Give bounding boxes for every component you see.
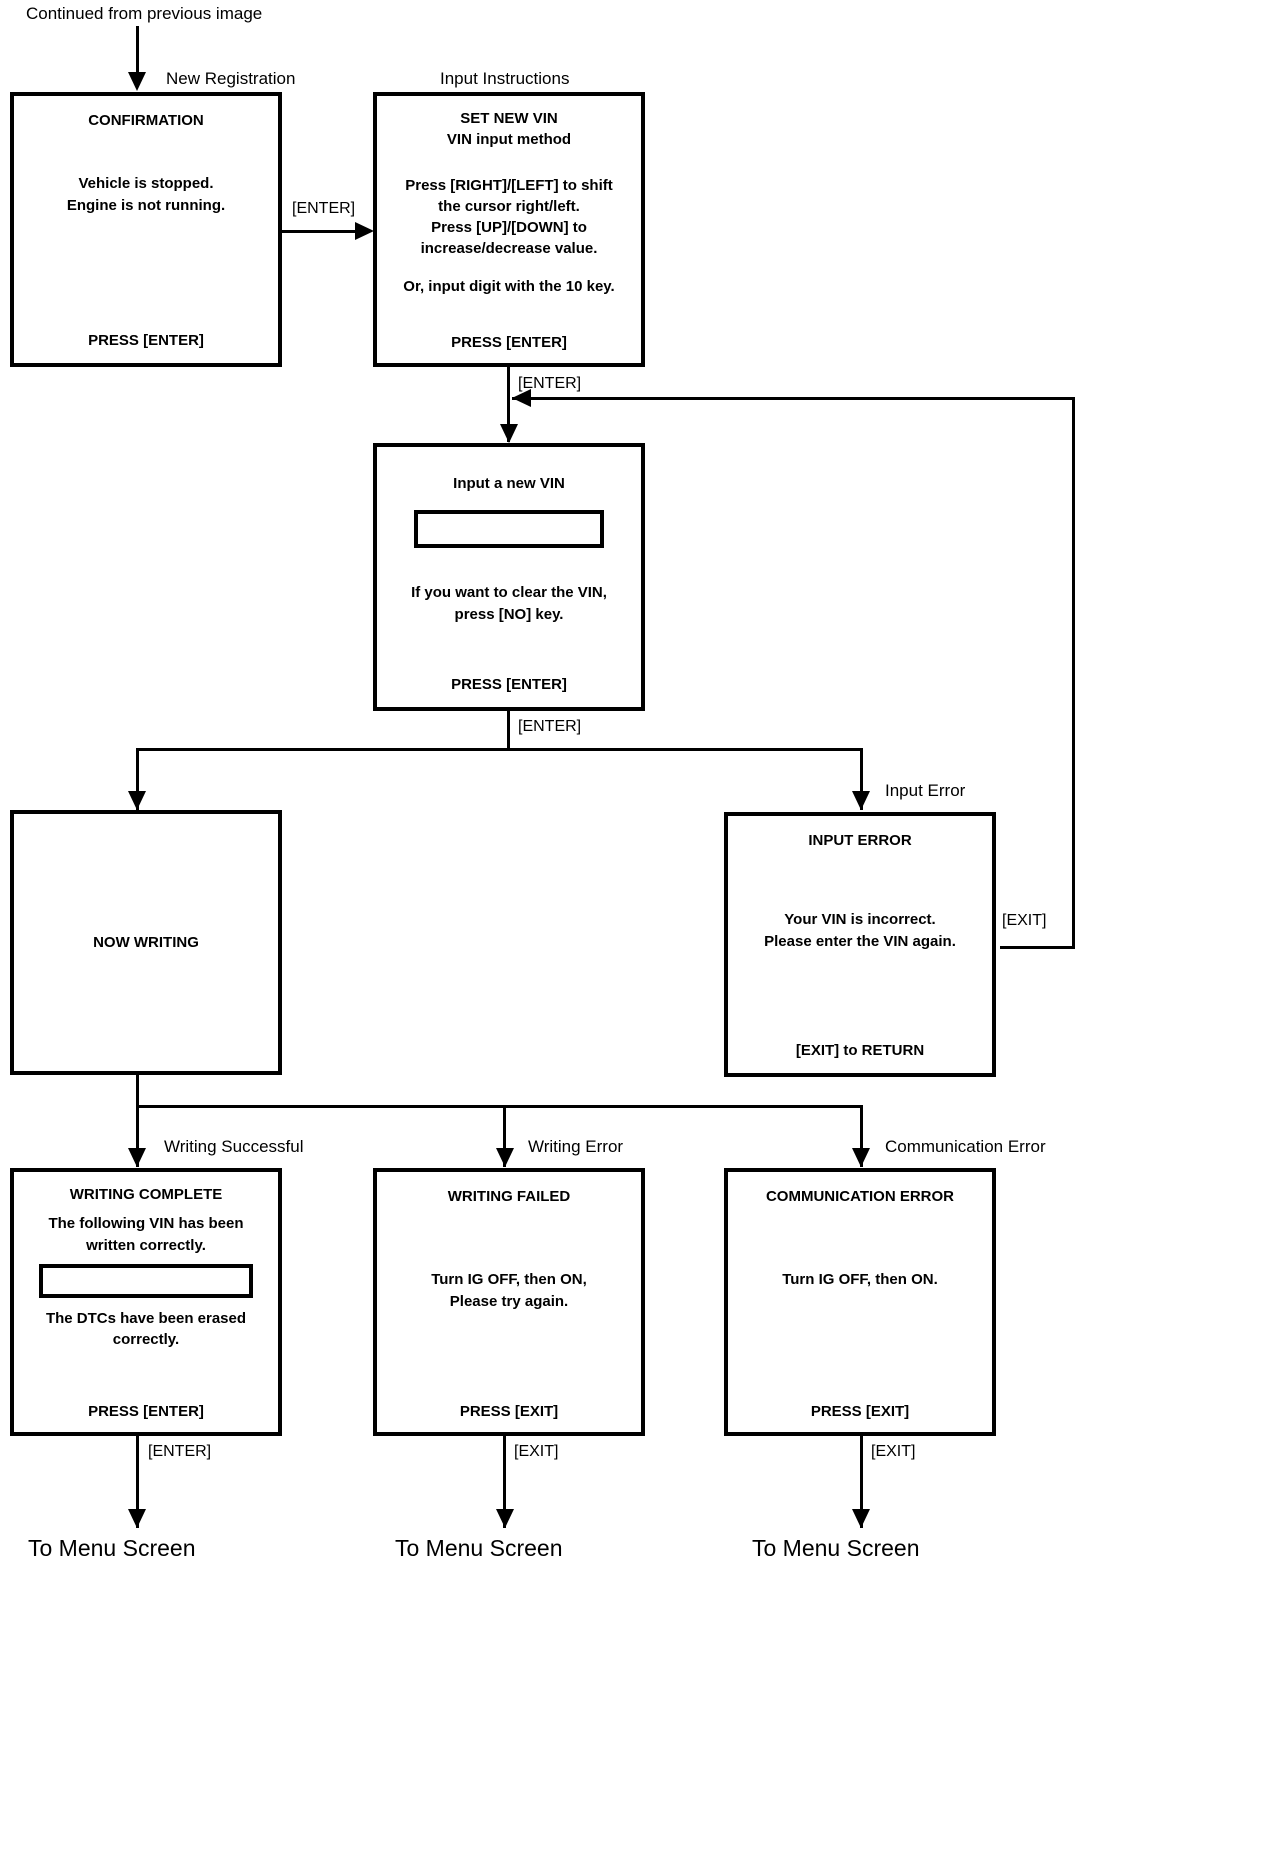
setnewvin-body-line-4: increase/decrease value. (420, 240, 598, 258)
caption-new-registration: New Registration (166, 69, 296, 88)
terminal-to-menu-screen-right: To Menu Screen (752, 1535, 920, 1561)
connector-inputvin-split-bus (136, 748, 862, 751)
connector-writingcomplete-to-menu (136, 1436, 139, 1528)
edge-label-exit-communicationerror: [EXIT] (871, 1443, 916, 1460)
terminal-to-menu-screen-center: To Menu Screen (395, 1535, 563, 1561)
inputvin-title: Input a new VIN (453, 475, 565, 492)
writingfailed-body-line-1: Turn IG OFF, then ON, (431, 1271, 587, 1289)
caption-input-error: Input Error (885, 781, 966, 800)
confirmation-body-line-1: Vehicle is stopped. (78, 175, 214, 193)
writingcomplete-body2-line-2: correctly. (112, 1331, 180, 1349)
edge-label-enter-setnewvin-to-inputvin: [ENTER] (518, 375, 582, 392)
inputerror-title: INPUT ERROR (808, 832, 912, 849)
setnewvin-body-line-3: Press [UP]/[DOWN] to (431, 219, 587, 237)
screen-communication-error: COMMUNICATION ERROR Turn IG OFF, then ON… (724, 1168, 996, 1436)
connector-to-inputerror (860, 748, 863, 810)
connector-to-writingfailed (503, 1105, 506, 1167)
arrowhead-confirmation-to-setnewvin (355, 222, 374, 240)
connector-inputerror-return-horizontal (512, 397, 1075, 400)
arrowhead-writingcomplete-to-menu (128, 1509, 146, 1528)
connector-setnewvin-to-inputvin (507, 367, 510, 442)
edge-label-enter-writingcomplete: [ENTER] (148, 1443, 212, 1460)
setnewvin-body2-line-1: Or, input digit with the 10 key. (403, 277, 615, 295)
screen-input-error: INPUT ERROR Your VIN is incorrect. Pleas… (724, 812, 996, 1077)
caption-writing-error: Writing Error (528, 1137, 624, 1156)
connector-to-nowwriting (136, 748, 139, 810)
confirmation-body-line-2: Engine is not running. (66, 196, 226, 214)
arrowhead-topnote-to-confirmation (128, 72, 146, 91)
screen-now-writing: NOW WRITING (10, 810, 282, 1075)
inputvin-footer: PRESS [ENTER] (451, 675, 567, 693)
writingfailed-footer: PRESS [EXIT] (459, 1402, 559, 1420)
writingfailed-title: WRITING FAILED (447, 1188, 571, 1205)
arrowhead-to-nowwriting (128, 791, 146, 810)
connector-inputerror-return-exit (1000, 946, 1075, 949)
nowwriting-title: NOW WRITING (93, 933, 199, 951)
arrowhead-to-communicationerror (852, 1148, 870, 1167)
connector-confirmation-to-setnewvin (282, 230, 360, 233)
written-vin-field (39, 1263, 253, 1298)
arrowhead-inputerror-return (512, 389, 531, 407)
inputerror-body-line-1: Your VIN is incorrect. (784, 911, 936, 929)
arrowhead-to-inputerror (852, 791, 870, 810)
setnewvin-body-line-2: the cursor right/left. (438, 197, 580, 215)
inputvin-body-line-2: press [NO] key. (454, 605, 564, 623)
communicationerror-footer: PRESS [EXIT] (810, 1402, 910, 1420)
writingcomplete-body-line-2: written correctly. (86, 1236, 206, 1254)
writingcomplete-body-line-1: The following VIN has been (48, 1215, 244, 1233)
connector-nowwriting-stem (136, 1075, 139, 1107)
inputerror-body-line-2: Please enter the VIN again. (764, 932, 956, 950)
connector-inputvin-stem (507, 711, 510, 750)
setnewvin-title-line-2: VIN input method (446, 131, 572, 149)
connector-to-writingcomplete (136, 1105, 139, 1167)
screen-input-new-vin: Input a new VIN If you want to clear the… (373, 443, 645, 711)
writingcomplete-footer: PRESS [ENTER] (88, 1402, 204, 1420)
edge-label-enter-inputvin-to-result: [ENTER] (518, 718, 582, 735)
confirmation-footer: PRESS [ENTER] (88, 331, 204, 349)
screen-confirmation: CONFIRMATION Vehicle is stopped. Engine … (10, 92, 282, 367)
connector-communicationerror-to-menu (860, 1436, 863, 1528)
caption-input-instructions: Input Instructions (440, 69, 570, 88)
caption-communication-error: Communication Error (885, 1137, 1046, 1156)
edge-label-exit-writingfailed: [EXIT] (514, 1443, 559, 1460)
confirmation-title: CONFIRMATION (88, 112, 204, 129)
writingcomplete-title: WRITING COMPLETE (69, 1186, 223, 1203)
connector-topnote-to-confirmation (136, 26, 139, 78)
setnewvin-footer: PRESS [ENTER] (451, 333, 567, 351)
connector-to-communicationerror (860, 1105, 863, 1167)
setnewvin-body-line-1: Press [RIGHT]/[LEFT] to shift (405, 176, 613, 194)
writingfailed-body-line-2: Please try again. (449, 1292, 569, 1310)
arrowhead-to-writingcomplete (128, 1148, 146, 1167)
arrowhead-setnewvin-to-inputvin (500, 424, 518, 443)
arrowhead-writingfailed-to-menu (496, 1509, 514, 1528)
screen-writing-complete: WRITING COMPLETE The following VIN has b… (10, 1168, 282, 1436)
inputerror-footer: [EXIT] to RETURN (795, 1041, 925, 1059)
connector-writingfailed-to-menu (503, 1436, 506, 1528)
continued-from-previous-image-note: Continued from previous image (26, 4, 263, 23)
caption-writing-successful: Writing Successful (164, 1137, 304, 1156)
screen-writing-failed: WRITING FAILED Turn IG OFF, then ON, Ple… (373, 1168, 645, 1436)
setnewvin-title-line-1: SET NEW VIN (460, 110, 558, 127)
arrowhead-communicationerror-to-menu (852, 1509, 870, 1528)
arrowhead-to-writingfailed (496, 1148, 514, 1167)
edge-label-enter-confirmation-to-setnewvin: [ENTER] (292, 200, 356, 217)
writingcomplete-body2-line-1: The DTCs have been erased (45, 1309, 247, 1327)
screen-set-new-vin: SET NEW VIN VIN input method Press [RIGH… (373, 92, 645, 367)
edge-label-exit-inputerror: [EXIT] (1002, 912, 1047, 929)
communicationerror-title: COMMUNICATION ERROR (765, 1188, 955, 1205)
communicationerror-body-line-1: Turn IG OFF, then ON. (782, 1271, 938, 1289)
connector-inputerror-return-vertical (1072, 397, 1075, 949)
connector-results-bus (136, 1105, 862, 1108)
terminal-to-menu-screen-left: To Menu Screen (28, 1535, 196, 1561)
vin-input-field[interactable] (413, 510, 605, 549)
inputvin-body-line-1: If you want to clear the VIN, (411, 584, 607, 602)
